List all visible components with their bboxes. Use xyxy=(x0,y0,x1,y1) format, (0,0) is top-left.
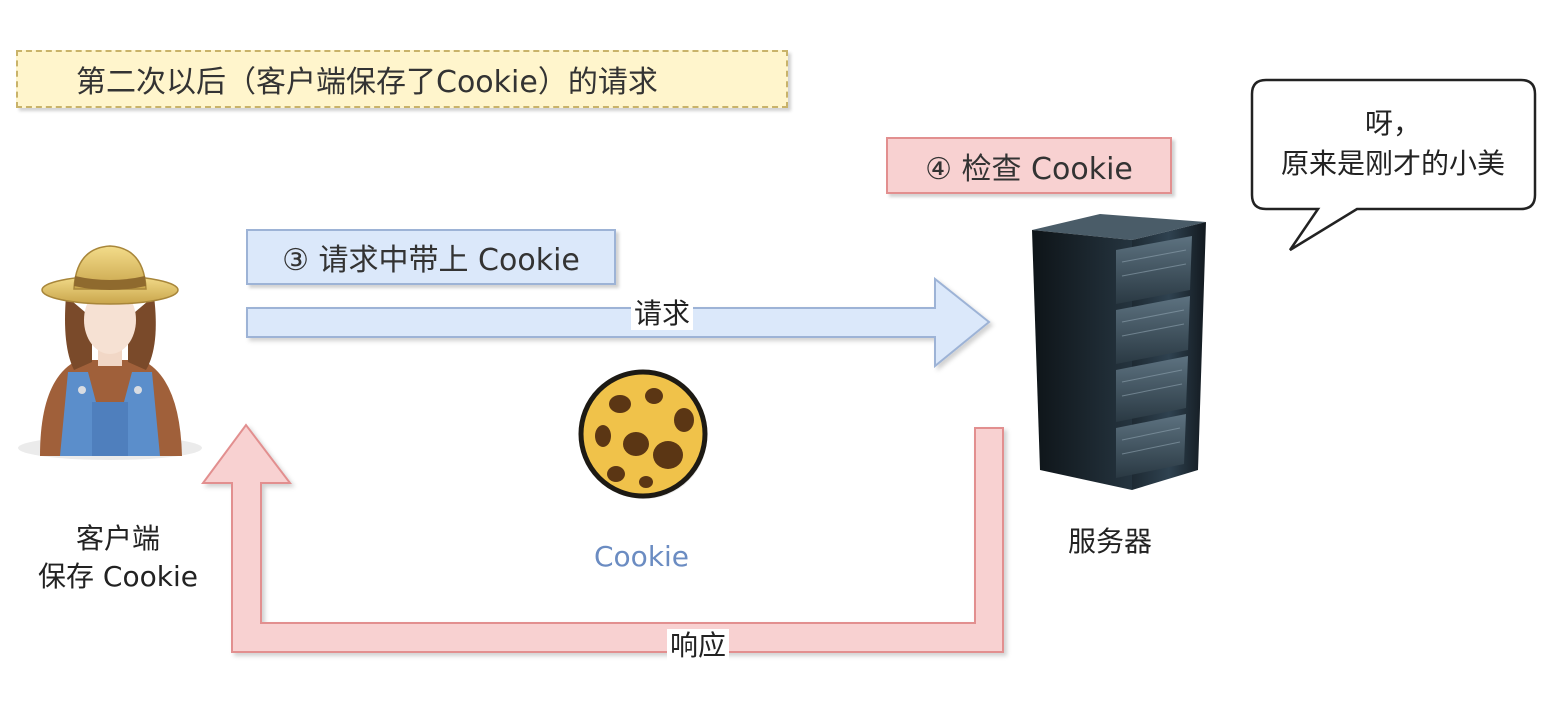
server-rack-icon xyxy=(1032,214,1206,490)
client-label: 客户端 保存 Cookie xyxy=(22,520,214,596)
cookie-label: Cookie xyxy=(594,540,690,573)
client-label-line-2: 保存 Cookie xyxy=(35,560,201,593)
client-label-line-1: 客户端 xyxy=(72,522,163,555)
response-arrow-label: 响应 xyxy=(667,629,730,662)
diagram-title: 第二次以后（客户端保存了Cookie）的请求 xyxy=(16,50,788,108)
request-arrow-label: 请求 xyxy=(631,297,694,330)
step4-label: ④ 检查 Cookie xyxy=(886,137,1172,194)
speech-bubble xyxy=(1250,78,1537,252)
speech-bubble-text: 呀， 原来是刚才的小美 xyxy=(1252,104,1534,184)
response-arrow xyxy=(201,423,1004,653)
request-arrow xyxy=(246,276,991,369)
step3-label: ③ 请求中带上 Cookie xyxy=(246,229,616,285)
farmer-user-icon xyxy=(18,245,202,460)
speech-line-1: 呀， xyxy=(1364,107,1421,140)
server-label: 服务器 xyxy=(1068,525,1153,558)
cookie-icon xyxy=(578,369,708,499)
speech-line-2: 原来是刚才的小美 xyxy=(1280,147,1505,180)
